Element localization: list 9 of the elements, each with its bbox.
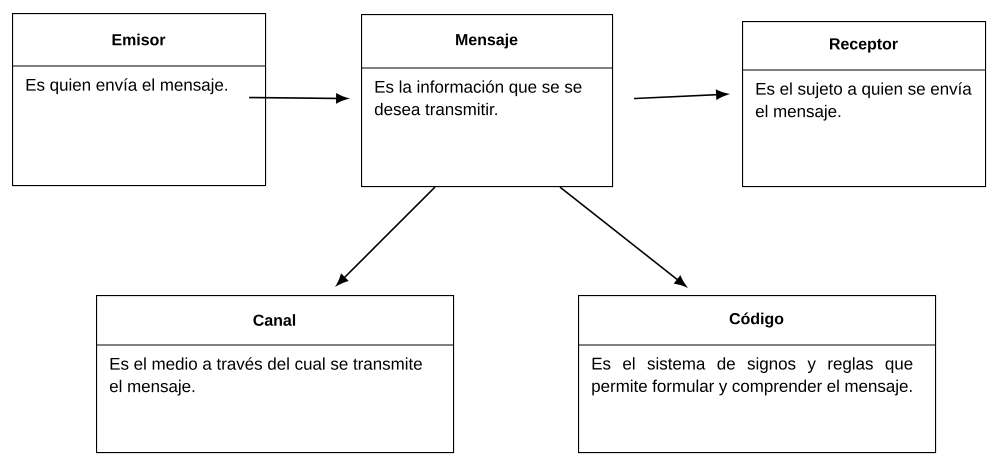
text-box: Mensaje Es la información que se se desea transmitir.: [361, 14, 614, 188]
text-box: Receptor Es el sujeto a quien se envía el mensaje.: [742, 21, 986, 188]
text-box: Canal Es el medio a través del cual se transmite el mensaje.: [96, 295, 454, 454]
arrow: [634, 90, 728, 100]
arrow: [249, 94, 348, 104]
text-box: Código Es el sistema de signos y reglas que permite formular y comprender el mensaje.: [578, 295, 936, 454]
arrow: [336, 186, 436, 286]
arrow: [560, 186, 686, 287]
text-box: Emisor Es quien envía el mensaje.: [12, 13, 266, 186]
